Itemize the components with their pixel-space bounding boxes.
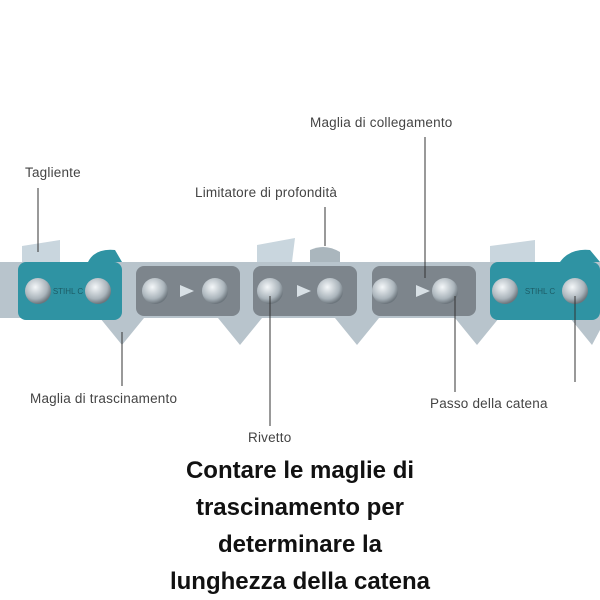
rivets <box>25 278 588 304</box>
label-collegamento: Maglia di collegamento <box>310 115 453 130</box>
label-passo: Passo della catena <box>430 396 548 411</box>
caption: Contare le maglie di trascinamento per d… <box>0 452 600 600</box>
caption-line: lunghezza della catena <box>169 568 431 595</box>
link-arrows <box>180 285 430 297</box>
label-tagliente: Tagliente <box>25 165 81 180</box>
label-trascinamento: Maglia di trascinamento <box>30 391 178 406</box>
plate-marking: STIHL C <box>53 287 84 296</box>
label-limitatore: Limitatore di profondità <box>195 185 338 200</box>
cutter-teeth <box>22 238 535 262</box>
leader-lines <box>37 137 576 426</box>
caption-line: trascinamento per <box>195 494 405 521</box>
caption-line: Contare le maglie di <box>185 457 415 484</box>
label-rivetto: Rivetto <box>248 430 292 445</box>
plate-marking: STIHL C <box>525 287 556 296</box>
caption-line: determinare la <box>217 531 383 558</box>
